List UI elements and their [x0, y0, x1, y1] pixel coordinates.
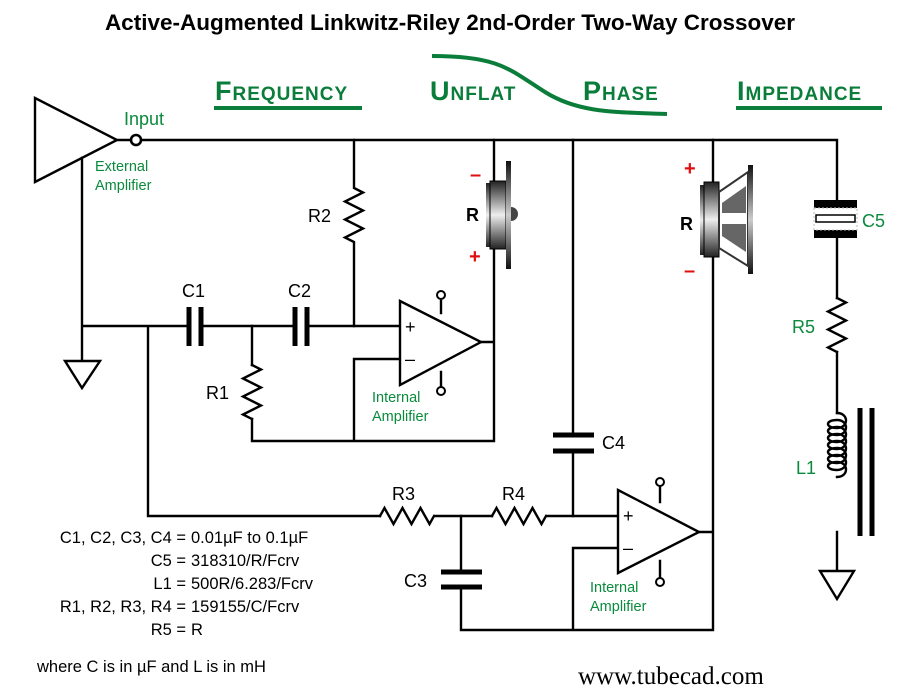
resistor-r3 [378, 505, 436, 527]
equation-rhs: 318310/R/Fcrv [191, 552, 300, 570]
r3-label: R3 [392, 484, 415, 504]
equation-rhs: 0.01µF to 0.1µF [191, 529, 308, 547]
resistor-r2 [342, 138, 366, 328]
r4-label: R4 [502, 484, 525, 504]
capacitor-c1 [186, 307, 204, 346]
r2-label: R2 [308, 206, 331, 226]
inductor-l1 [826, 411, 848, 479]
tweeter-speaker-icon [486, 161, 518, 269]
r1-label: R1 [206, 383, 229, 403]
equation-rhs: 159155/C/Fcrv [191, 598, 300, 616]
c3-label: C3 [404, 571, 427, 591]
woofer-minus: – [684, 260, 695, 282]
opamp2-plus: + [623, 506, 634, 526]
r5-label: R5 [792, 317, 815, 337]
internal-amplifier-2 [616, 488, 702, 575]
equations: C1, C2, C3, C4 = 0.01µF to 0.1µF C5 = 31… [36, 529, 314, 676]
capacitor-c5 [813, 200, 858, 238]
banner: Frequency Unflat Phase Impedance [214, 54, 882, 116]
equation-lhs: L1 = [153, 575, 186, 593]
internal-amp2-label-2: Amplifier [590, 599, 647, 615]
woofer-plus: + [684, 158, 696, 180]
internal-amp2-label-1: Internal [590, 580, 638, 596]
resistor-r5 [825, 296, 849, 354]
equation-rhs: R [191, 621, 203, 639]
external-amp-label-1: External [95, 159, 148, 175]
banner-phase: Phase [583, 76, 659, 106]
opamp2-power-pin-top [655, 477, 665, 487]
tweeter-minus: – [470, 164, 481, 186]
banner-impedance: Impedance [737, 76, 862, 106]
units-note: where C is in µF and L is in mH [36, 658, 266, 676]
l1-label: L1 [796, 458, 816, 478]
wires [80, 138, 839, 632]
equation-lhs: R5 = [151, 621, 186, 639]
phase-curve [431, 54, 668, 116]
opamp1-plus: + [405, 317, 416, 337]
opamp1-power-pin-bottom [436, 386, 446, 396]
internal-amp1-label-1: Internal [372, 390, 420, 406]
equation-lhs: C5 = [151, 552, 186, 570]
opamp2-power-pin-bottom [655, 577, 665, 587]
banner-unflat: Unflat [430, 76, 516, 106]
inductor-core [857, 408, 875, 536]
tweeter-label: R [466, 205, 479, 225]
c2-label: C2 [288, 281, 311, 301]
internal-amp1-label-2: Amplifier [372, 409, 429, 425]
ground-icon [62, 359, 103, 391]
woofer-speaker-icon [700, 165, 753, 274]
tweeter-plus: + [469, 246, 481, 268]
opamp1-power-pin-top [436, 290, 446, 300]
equation-rhs: 500R/6.283/Fcrv [191, 575, 314, 593]
banner-frequency: Frequency [215, 76, 348, 106]
c1-label: C1 [182, 281, 205, 301]
capacitor-c4 [553, 432, 594, 454]
input-terminal [129, 133, 143, 147]
equation-lhs: R1, R2, R3, R4 = [60, 598, 186, 616]
website-link[interactable]: www.tubecad.com [578, 663, 764, 690]
opamp2-minus: – [623, 538, 633, 558]
resistor-r1 [240, 363, 264, 421]
page-title: Active-Augmented Linkwitz-Riley 2nd-Orde… [105, 10, 795, 35]
ground-icon [817, 569, 857, 602]
resistor-r4 [490, 505, 548, 527]
opamp1-minus: – [405, 349, 415, 369]
c4-label: C4 [602, 433, 625, 453]
internal-amplifier-1 [398, 299, 484, 387]
external-amplifier-symbol [33, 96, 120, 184]
equation-lhs: C1, C2, C3, C4 = [60, 529, 186, 547]
woofer-label: R [680, 214, 693, 234]
input-label: Input [124, 109, 164, 129]
capacitor-c2 [292, 307, 310, 346]
c5-label: C5 [862, 211, 885, 231]
external-amp-label-2: Amplifier [95, 178, 152, 194]
capacitor-c3 [441, 569, 482, 590]
